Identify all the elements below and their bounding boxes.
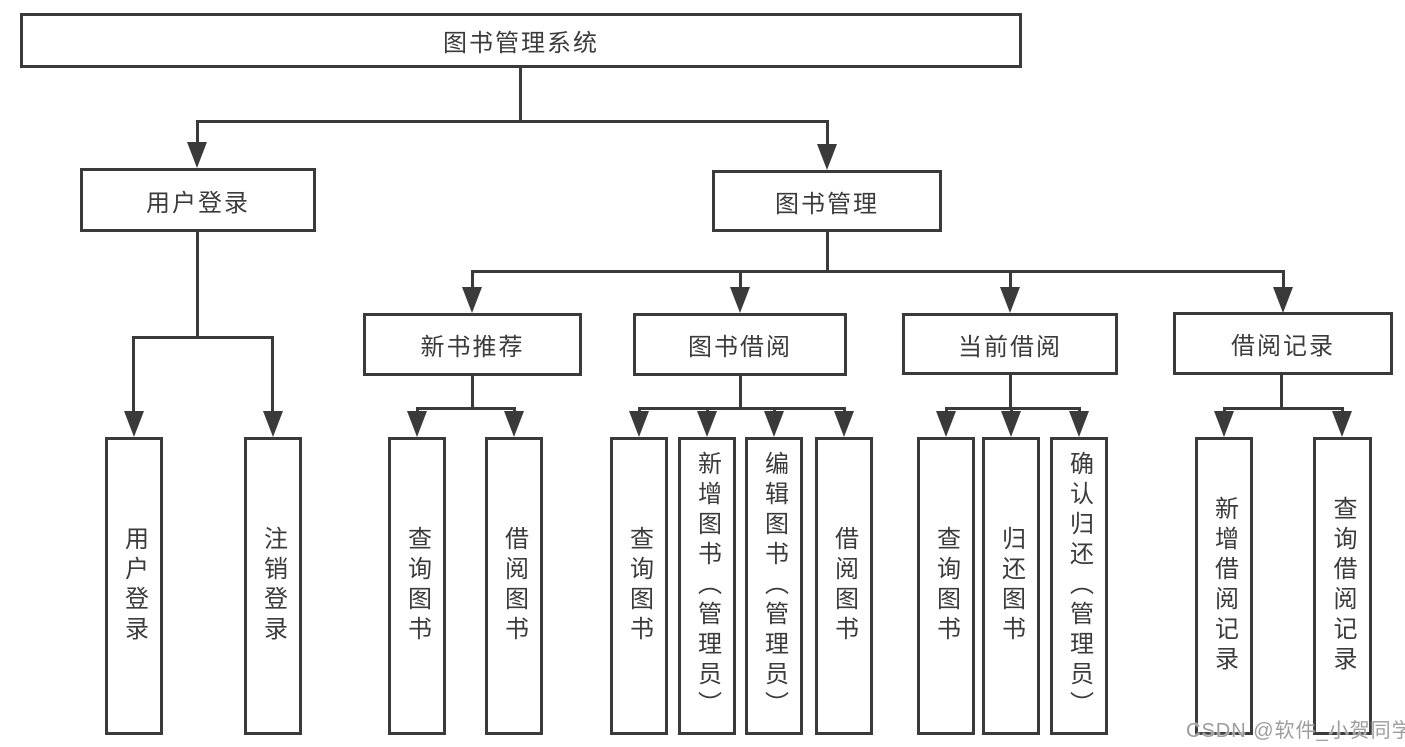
leaf-add-borrow-record-label: 新增借阅记录	[1210, 496, 1238, 676]
connector-current-borrow-down	[1009, 375, 1012, 407]
node-library-system: 图书管理系统	[20, 13, 1022, 68]
connector-to-leaf-user-login	[132, 336, 135, 412]
connector-root-down	[519, 68, 522, 120]
arrow-down-icon	[263, 411, 283, 437]
node-new-book-recommend-label: 新书推荐	[420, 334, 525, 361]
arrow-down-icon	[1069, 411, 1089, 437]
node-user-login: 用户登录	[80, 168, 316, 232]
connector-book-mgmt-down	[826, 232, 829, 270]
connector-to-borrow-records	[1282, 270, 1285, 289]
arrow-down-icon	[730, 287, 750, 313]
connector-to-book-borrow	[739, 270, 742, 289]
connector-to-user-login	[196, 120, 199, 144]
leaf-query-books-current-label: 查询图书	[932, 526, 960, 646]
connector-borrow-records-down	[1280, 375, 1283, 407]
leaf-edit-books-admin: 编辑图书（管理员）	[745, 437, 803, 735]
node-book-management-label: 图书管理	[775, 190, 879, 218]
node-borrow-records-label: 借阅记录	[1231, 333, 1335, 360]
node-library-system-label: 图书管理系统	[443, 30, 599, 57]
connector-level2-rail	[472, 270, 1283, 273]
connector-borrow-records-rail	[1224, 407, 1342, 410]
leaf-logout-label: 注销登录	[259, 526, 287, 646]
arrow-down-icon	[629, 411, 649, 437]
leaf-query-books-current: 查询图书	[917, 437, 975, 735]
arrow-down-icon	[697, 411, 717, 437]
connector-stub	[1341, 407, 1344, 413]
node-book-borrow: 图书借阅	[633, 313, 847, 376]
leaf-query-books-recommend-label: 查询图书	[403, 526, 431, 646]
leaf-query-borrow-record-label: 查询借阅记录	[1329, 496, 1356, 676]
leaf-logout: 注销登录	[244, 437, 302, 735]
connector-stub	[706, 407, 709, 413]
arrow-down-icon	[1001, 411, 1021, 437]
arrow-down-icon	[462, 287, 482, 313]
node-new-book-recommend: 新书推荐	[363, 313, 582, 376]
arrow-down-icon	[1214, 411, 1234, 437]
connector-stub	[638, 407, 641, 413]
connector-stub	[416, 407, 419, 413]
node-book-management: 图书管理	[712, 170, 942, 232]
arrow-down-icon	[1000, 287, 1020, 313]
connector-stub	[1010, 407, 1013, 413]
connector-to-book-mgmt	[826, 120, 829, 146]
leaf-borrow-books-recommend: 借阅图书	[485, 437, 543, 735]
arrow-down-icon	[1273, 287, 1293, 313]
connector-stub	[1078, 407, 1081, 413]
arrow-down-icon	[817, 144, 837, 170]
node-user-login-label: 用户登录	[146, 189, 250, 217]
connector-new-book-rec-rail	[417, 407, 515, 410]
connector-to-current-borrow	[1009, 270, 1012, 289]
leaf-confirm-return-admin: 确认归还（管理员）	[1050, 437, 1108, 735]
leaf-add-books-admin: 新增图书（管理员）	[678, 437, 736, 735]
connector-user-login-rail	[133, 336, 274, 339]
leaf-user-login-label: 用户登录	[120, 526, 148, 646]
arrow-down-icon	[764, 411, 784, 437]
leaf-user-login: 用户登录	[105, 437, 163, 735]
connector-user-login-down	[196, 232, 199, 336]
node-current-borrow-label: 当前借阅	[958, 333, 1062, 361]
leaf-query-borrow-record: 查询借阅记录	[1313, 437, 1372, 735]
leaf-return-books: 归还图书	[982, 437, 1040, 735]
connector-stub	[843, 407, 846, 413]
connector-stub	[773, 407, 776, 413]
arrow-down-icon	[1332, 411, 1352, 437]
node-book-borrow-label: 图书借阅	[688, 334, 792, 361]
leaf-query-books-borrow: 查询图书	[610, 437, 668, 735]
connector-to-leaf-logout	[271, 336, 274, 412]
leaf-query-books-borrow-label: 查询图书	[625, 526, 653, 646]
node-current-borrow: 当前借阅	[902, 313, 1118, 375]
connector-stub	[945, 407, 948, 413]
arrow-down-icon	[504, 411, 524, 437]
connector-stub	[1223, 407, 1226, 413]
connector-book-borrow-down	[739, 376, 742, 407]
leaf-add-borrow-record: 新增借阅记录	[1195, 437, 1253, 735]
csdn-watermark: CSDN @软件_小贺同学	[1186, 720, 1405, 742]
leaf-borrow-books: 借阅图书	[815, 437, 873, 735]
leaf-borrow-books-label: 借阅图书	[830, 526, 858, 646]
leaf-add-books-admin-label: 新增图书（管理员）	[693, 451, 721, 721]
arrow-down-icon	[124, 411, 144, 437]
leaf-borrow-books-recommend-label: 借阅图书	[500, 526, 528, 646]
arrow-down-icon	[834, 411, 854, 437]
connector-stub	[513, 407, 516, 413]
arrow-down-icon	[936, 411, 956, 437]
leaf-confirm-return-admin-label: 确认归还（管理员）	[1065, 451, 1093, 721]
connector-level1-rail	[197, 120, 829, 123]
connector-new-book-rec-down	[471, 376, 474, 407]
connector-book-borrow-rail	[639, 407, 844, 410]
leaf-edit-books-admin-label: 编辑图书（管理员）	[760, 451, 788, 721]
leaf-query-books-recommend: 查询图书	[388, 437, 446, 735]
leaf-return-books-label: 归还图书	[997, 526, 1025, 646]
connector-to-new-book-rec	[471, 270, 474, 289]
arrow-down-icon	[187, 142, 207, 168]
arrow-down-icon	[407, 411, 427, 437]
node-borrow-records: 借阅记录	[1173, 312, 1393, 375]
